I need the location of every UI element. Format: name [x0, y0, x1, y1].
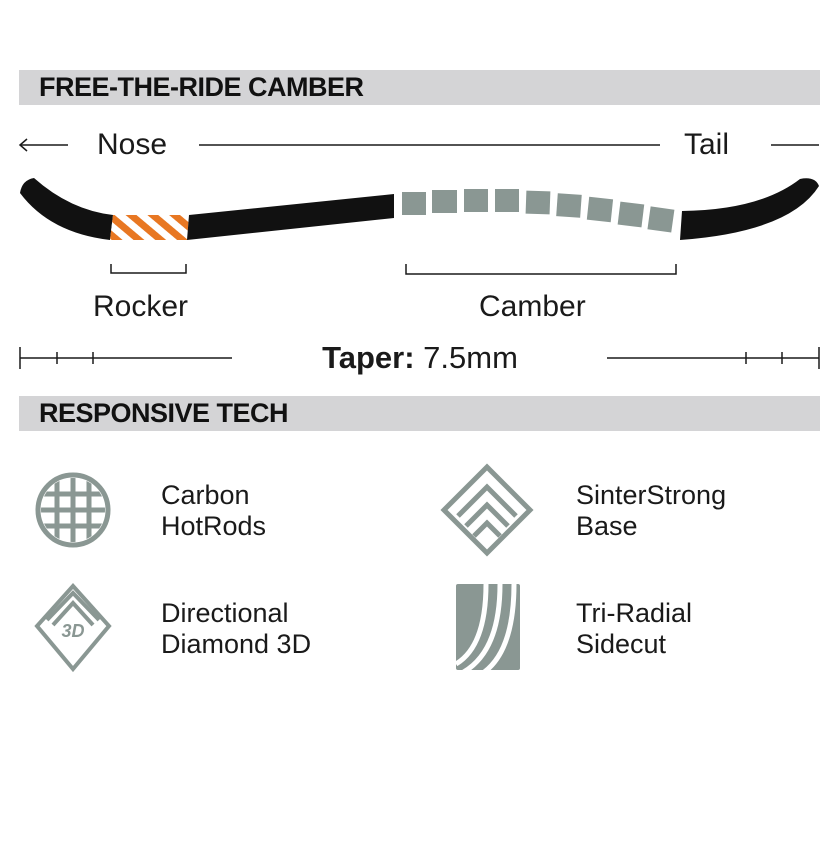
camber-label: Camber: [479, 290, 586, 323]
tech-item-sinterstrong-base: SinterStrong Base: [576, 480, 726, 542]
tech-section-title: RESPONSIVE TECH: [39, 398, 289, 428]
tech-item-line2: Base: [576, 511, 638, 541]
board-middle-section: [187, 194, 394, 240]
taper-scale-left: [19, 347, 232, 369]
camber-profile-diagram: [18, 138, 820, 369]
tech-item-line1: Directional: [161, 598, 289, 628]
diamond-3d-icon: 3D: [33, 583, 113, 678]
nose-label: Nose: [97, 128, 168, 161]
tech-item-line2: Sidecut: [576, 629, 667, 659]
rocker-label: Rocker: [93, 290, 189, 323]
board-nose-section: [20, 178, 113, 240]
tech-item-directional-diamond: Directional Diamond 3D: [161, 598, 311, 660]
tech-item-carbon-hotrods: Carbon HotRods: [161, 480, 266, 542]
rocker-bracket: [110, 264, 187, 274]
taper-label: Taper:: [322, 340, 415, 375]
tech-item-line2: Diamond 3D: [161, 629, 312, 659]
tech-item-tri-radial-sidecut: Tri-Radial Sidecut: [576, 598, 692, 660]
taper-scale-right: [607, 347, 820, 369]
carbon-grid-icon: [33, 470, 113, 555]
camber-section-title: FREE-THE-RIDE CAMBER: [39, 72, 364, 102]
diamond-3d-icon-text: 3D: [61, 621, 84, 641]
tech-item-line1: SinterStrong: [576, 480, 727, 510]
tail-label: Tail: [684, 128, 730, 161]
camber-bracket: [405, 264, 677, 275]
taper-value: 7.5mm: [423, 340, 518, 375]
board-tail-section: [680, 178, 819, 240]
taper-readout: Taper: 7.5mm: [0, 340, 840, 376]
camber-section-header: FREE-THE-RIDE CAMBER: [19, 70, 820, 105]
tri-radial-icon: [456, 584, 520, 675]
tech-section-header: RESPONSIVE TECH: [19, 396, 820, 431]
nose-arrow: [18, 138, 68, 152]
tech-item-line1: Tri-Radial: [576, 598, 693, 628]
rocker-segment: [110, 215, 189, 240]
camber-segment: [402, 189, 675, 233]
tech-item-line2: HotRods: [161, 511, 267, 541]
sinterstrong-diamond-icon: [440, 463, 534, 562]
tech-item-line1: Carbon: [161, 480, 250, 510]
